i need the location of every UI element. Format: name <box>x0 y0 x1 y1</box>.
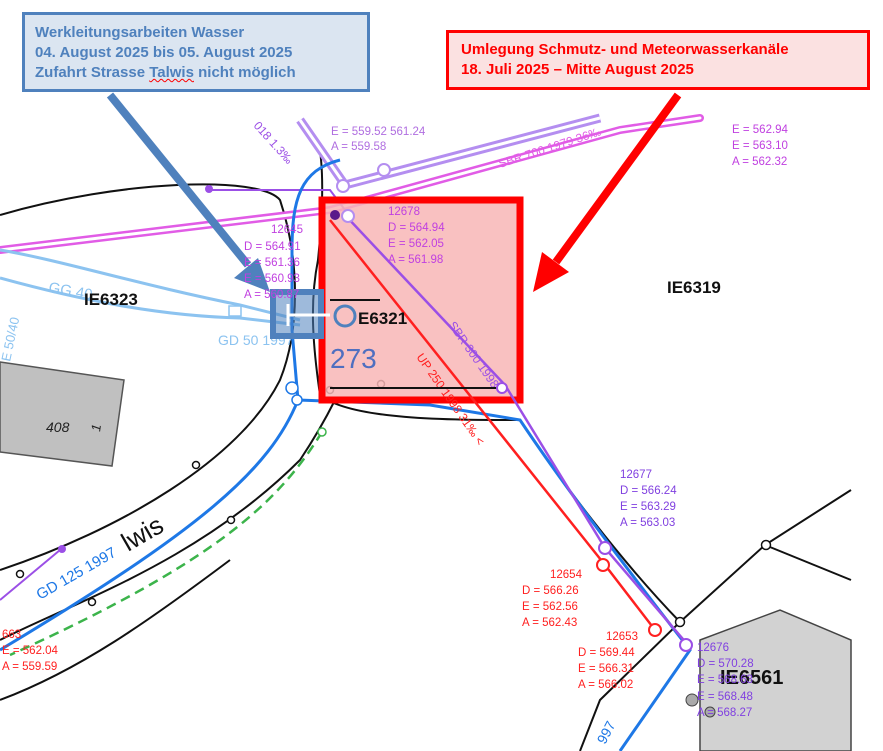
mh-12676-d: D = 570.28 <box>697 658 754 670</box>
callout-sewer-works: Umlegung Schmutz- und Meteorwasserkanäle… <box>446 30 870 90</box>
mh-12678-d: D = 564.94 <box>388 222 445 234</box>
mh-left-a: A = 559.59 <box>2 661 57 673</box>
parcel-line-sw <box>0 559 231 701</box>
mh-12677-id: 12677 <box>620 469 652 481</box>
pipe-sbr300 <box>344 214 689 646</box>
mh-ne-e: E = 562.94 <box>732 124 789 136</box>
mh-12677-e: E = 563.29 <box>620 501 676 513</box>
callout-water-works-line3: Zufahrt Strasse Talwis nicht möglich <box>35 63 357 83</box>
building-408-label: 408 <box>46 419 70 435</box>
line-green-dashed <box>9 431 324 657</box>
mh-12677-a: A = 563.03 <box>620 517 675 529</box>
water-works-circle <box>333 304 357 328</box>
plot-273-boundary <box>330 299 500 389</box>
mh-12678-id: 12678 <box>388 206 420 218</box>
mh-top-a: A = 559.58 <box>331 141 386 153</box>
pipe-purple-left <box>0 549 61 601</box>
mh-left-e: E = 562.04 <box>2 645 59 657</box>
mh-12645-a: A = 560.87 <box>244 289 299 301</box>
building-ie6561 <box>699 609 852 751</box>
building-408 <box>0 361 125 467</box>
mh-12645-id: 12645 <box>271 224 303 236</box>
mh-left-id: 663 <box>2 629 21 641</box>
mh-12654-e: E = 562.56 <box>522 601 578 613</box>
mh-12653-d: D = 569.44 <box>578 647 635 659</box>
building-1-label: 1 <box>88 423 104 432</box>
mh-12653-a: A = 566.02 <box>578 679 633 691</box>
mh-12676-e2: E = 568.48 <box>697 691 753 703</box>
mh-12654-a: A = 562.43 <box>522 617 577 629</box>
valve-purple <box>205 185 213 193</box>
manhole-labels: E = 559.52 561.24 A = 559.58 E = 562.94 … <box>2 124 789 719</box>
arrow-red <box>533 92 682 292</box>
mh-12676-a: A = 568.27 <box>697 707 752 719</box>
callout-water-works-line1: Werkleitungsarbeiten Wasser <box>35 24 245 41</box>
pipe-gd50 <box>0 276 301 327</box>
parcel-line-e <box>764 544 852 581</box>
water-works-marker-symbol <box>286 304 330 326</box>
valve-lightblue <box>228 305 242 317</box>
callout-sewer-works-line2: 18. Juli 2025 – Mitte August 2025 <box>461 61 694 78</box>
manhole-markers <box>336 163 693 652</box>
mh-12645-e: E = 561.36 <box>244 257 300 269</box>
plot-273: 273 <box>330 343 377 374</box>
pipe-water-main <box>0 158 341 652</box>
mh-12645-e2: E = 560.93 <box>244 273 300 285</box>
mh-12676-e: E = 568.63 <box>697 674 753 686</box>
callout-street-word: Talwis <box>149 64 194 81</box>
mh-ne-e2: E = 563.10 <box>732 140 788 152</box>
parcel-ie6323: IE6323 <box>84 290 138 309</box>
mh-ne-a: A = 562.32 <box>732 156 787 168</box>
grey-node-1 <box>685 693 699 707</box>
parcel-nodes <box>15 379 772 628</box>
mh-12678-e: E = 562.05 <box>388 238 444 250</box>
parcel-ie6321: E6321 <box>358 309 407 328</box>
grey-node-2 <box>704 706 716 718</box>
mh-12654-id: 12654 <box>550 569 583 581</box>
mh-top-e: E = 559.52 561.24 <box>331 126 426 138</box>
mh-12653-e: E = 566.31 <box>578 663 634 675</box>
valve-purple-left <box>58 545 66 553</box>
mh-12677-d: D = 566.24 <box>620 485 677 497</box>
pipe-gg40 <box>0 248 301 322</box>
callout-line3-suffix: nicht möglich <box>193 64 296 81</box>
mh-12678-a: A = 561.98 <box>388 254 443 266</box>
arrow-blue <box>106 92 270 292</box>
mh-12676-id: 12676 <box>697 642 729 654</box>
valve-dark <box>330 210 340 220</box>
mh-12654-d: D = 566.26 <box>522 585 579 597</box>
callout-sewer-works-line1: Umlegung Schmutz- und Meteorwasserkanäle <box>461 41 789 58</box>
parcel-ie6319: IE6319 <box>667 278 721 297</box>
callout-water-works: Werkleitungsarbeiten Wasser 04. August 2… <box>22 12 370 92</box>
callout-line3-prefix: Zufahrt Strasse <box>35 64 150 81</box>
parcel-ie6561: IE6561 <box>720 667 783 689</box>
mh-12645-d: D = 564.91 <box>244 241 301 253</box>
node-green <box>317 427 327 437</box>
hydrant-symbols <box>285 381 303 406</box>
callout-water-works-line2: 04. August 2025 bis 05. August 2025 <box>35 44 293 61</box>
mh-12653-id: 12653 <box>606 631 638 643</box>
